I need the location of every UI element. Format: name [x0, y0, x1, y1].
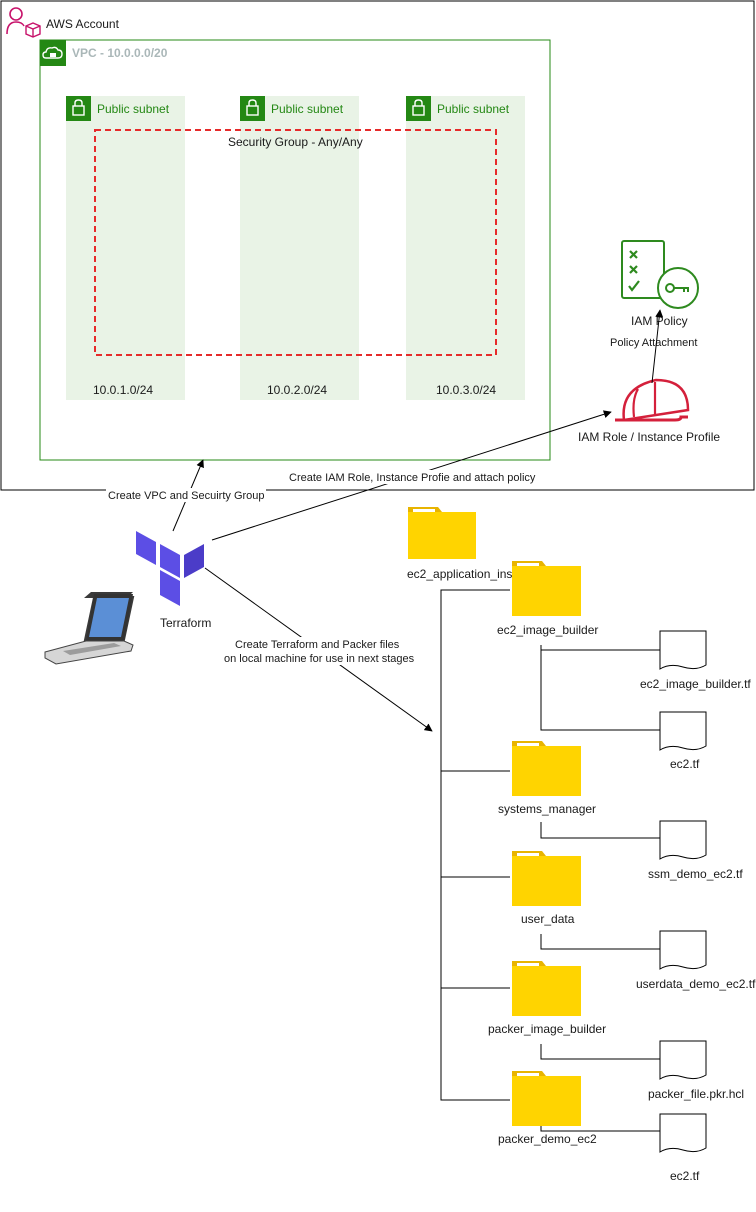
terraform-label: Terraform	[160, 616, 211, 630]
subnet-cidr: 10.0.1.0/24	[93, 383, 153, 397]
file-icon	[659, 630, 707, 670]
vpc-label: VPC - 10.0.0.0/20	[72, 46, 168, 60]
hard-hat-icon	[615, 378, 690, 422]
folder-icon	[512, 561, 581, 616]
subnet-label: Public subnet	[271, 102, 344, 116]
file-label: packer_file.pkr.hcl	[648, 1087, 744, 1101]
edge-label-bg	[287, 470, 537, 484]
lock-icon	[240, 96, 265, 121]
file-label: ec2.tf	[670, 1169, 700, 1183]
file-icon	[659, 1040, 707, 1080]
root-folder: ec2_application_installs	[407, 507, 534, 581]
subnet-label: Public subnet	[437, 102, 510, 116]
create-files-label-line-2: on local machine for use in next stages	[224, 653, 415, 665]
folder-icon	[512, 961, 581, 1016]
file-ssm-demo-ec2-tf: ssm_demo_ec2.tf	[648, 820, 743, 881]
folder-label: packer_image_builder	[488, 1022, 606, 1036]
account-icon	[6, 7, 41, 38]
folder-packer-demo-ec2: packer_demo_ec2	[498, 1071, 597, 1146]
folder-icon	[408, 507, 476, 559]
subnet-area	[66, 96, 185, 400]
edge-label-bg	[106, 488, 266, 502]
subnet-2: Public subnet 10.0.2.0/24	[240, 96, 359, 400]
subnet-1: Public subnet 10.0.1.0/24	[66, 96, 185, 400]
vpc-boundary	[39, 39, 551, 461]
file-ec2-tf: ec2.tf	[659, 711, 707, 771]
create-files-label-line-1: Create Terraform and Packer files	[235, 639, 400, 651]
lock-icon	[406, 96, 431, 121]
policy-attachment-arrow	[651, 309, 664, 384]
iam-role-label: IAM Role / Instance Profile	[578, 430, 720, 444]
file-icon	[659, 1113, 707, 1153]
file-userdata-demo-ec2-tf: userdata_demo_ec2.tf	[636, 930, 756, 991]
file-icon	[659, 930, 707, 970]
folder-label: packer_demo_ec2	[498, 1132, 597, 1146]
edge-label-bg	[222, 637, 418, 665]
create-iam-label: Create IAM Role, Instance Profie and att…	[289, 472, 536, 484]
folder-ec2-image-builder: ec2_image_builder	[497, 561, 598, 637]
folder-label: user_data	[521, 912, 575, 926]
subnet-area	[240, 96, 359, 400]
file-label: ec2.tf	[670, 757, 700, 771]
file-label: userdata_demo_ec2.tf	[636, 977, 756, 991]
security-group-boundary	[94, 129, 497, 356]
lock-icon	[66, 96, 91, 121]
subnet-3: Public subnet 10.0.3.0/24	[406, 96, 525, 400]
file-ec2-image-builder-tf: ec2_image_builder.tf	[640, 630, 751, 691]
folder-label: ec2_image_builder	[497, 623, 598, 637]
subnet-cidr: 10.0.3.0/24	[436, 383, 496, 397]
subnet-label: Public subnet	[97, 102, 170, 116]
folder-icon	[512, 851, 581, 906]
folder-packer-image-builder: packer_image_builder	[488, 961, 606, 1036]
create-vpc-label: Create VPC and Secuirty Group	[108, 490, 265, 502]
aws-account-boundary	[0, 0, 755, 491]
file-packer-file-pkr-hcl: packer_file.pkr.hcl	[648, 1040, 744, 1101]
policy-document-key-icon	[621, 240, 699, 309]
file-ec2-tf-2: ec2.tf	[659, 1113, 707, 1183]
aws-account-label: AWS Account	[46, 17, 120, 31]
folder-user-data: user_data	[512, 851, 581, 926]
folder-systems-manager: systems_manager	[498, 741, 596, 816]
policy-attachment-label: Policy Attachment	[610, 337, 697, 349]
folder-icon	[512, 1071, 581, 1126]
cloud-lock-icon	[40, 40, 66, 66]
subnet-cidr: 10.0.2.0/24	[267, 383, 327, 397]
file-icon	[659, 820, 707, 860]
terraform-icon	[136, 531, 204, 606]
file-icon	[659, 711, 707, 751]
folder-label: ec2_application_installs	[407, 567, 534, 581]
security-group-label: Security Group - Any/Any	[228, 135, 363, 149]
folder-label: systems_manager	[498, 802, 596, 816]
file-label: ec2_image_builder.tf	[640, 677, 751, 691]
laptop-icon	[44, 592, 135, 665]
file-label: ssm_demo_ec2.tf	[648, 867, 743, 881]
folder-icon	[512, 741, 581, 796]
iam-policy-label: IAM Policy	[631, 314, 688, 328]
subnet-area	[406, 96, 525, 400]
